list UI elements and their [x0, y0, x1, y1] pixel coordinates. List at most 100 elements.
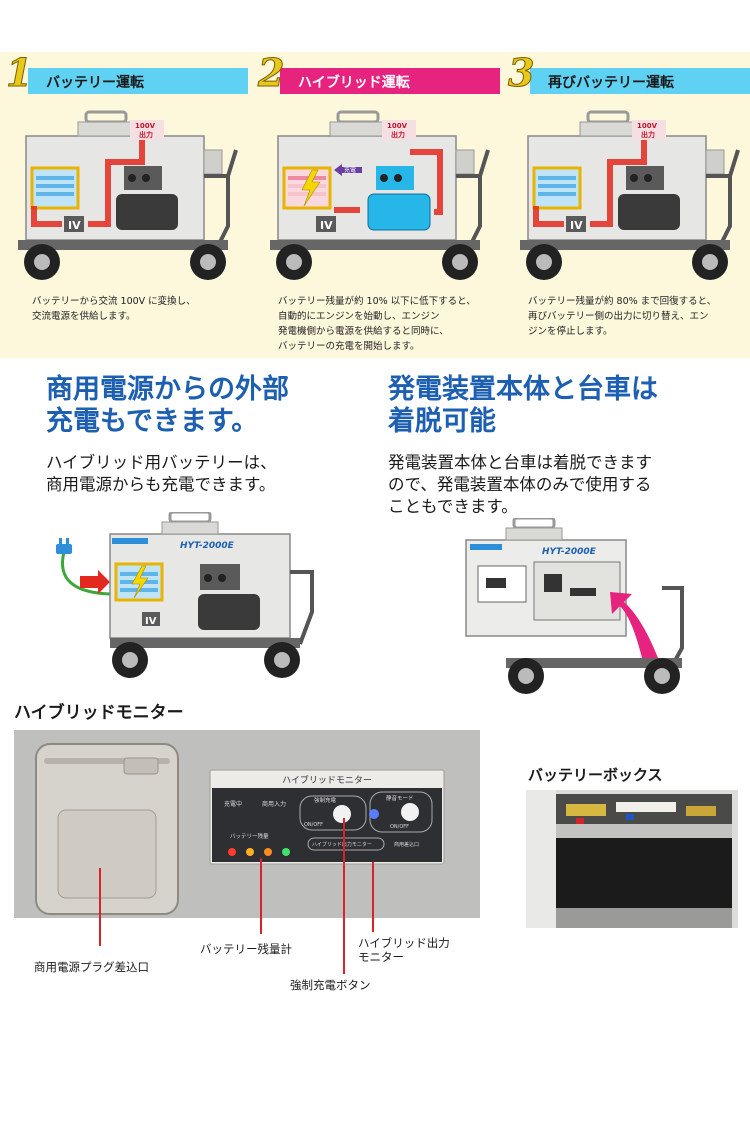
panel-label-battery: バッテリー残量 [230, 832, 269, 840]
feature-detach-body-line1: 発電装置本体と台車は着脱できます [388, 453, 652, 472]
wheel-icon [264, 642, 300, 678]
feature-charge-body: ハイブリッド用バッテリーは、 商用電源からも充電できます。 [46, 452, 277, 496]
hybrid-monitor-title: ハイブリッドモニター [14, 703, 184, 723]
step-description-line: ジンを停止します。 [528, 326, 613, 337]
panel-label-onoff: ON/OFF [390, 824, 409, 830]
step-generator-illustration: IV 100V 出力 充電 [270, 110, 490, 280]
panel-label-running: 充電中 [224, 800, 242, 808]
power-plug-icon [56, 538, 72, 554]
feature-charge-heading-line1: 商用電源からの外部 [46, 374, 289, 405]
wheel-icon [526, 244, 562, 280]
feature-charge-body-line2: 商用電源からも充電できます。 [46, 475, 276, 494]
step-number: 3 [507, 50, 535, 95]
step-description-line: 発電機側から電源を供給すると同時に、 [278, 326, 449, 337]
callout-hybrid-label: ハイブリッド出力 モニター [358, 936, 450, 964]
force-charge-button[interactable] [333, 805, 351, 823]
wheel-icon [508, 658, 544, 694]
battery-icon [30, 166, 80, 210]
feature-detach-body: 発電装置本体と台車は着脱できます ので、発電装置本体のみで使用する こともできま… [388, 452, 652, 518]
output-badge: 100V 出力 [632, 120, 666, 140]
step-description-line: 自動的にエンジンを始動し、エンジン [278, 311, 440, 322]
callout-line-plug [99, 868, 101, 946]
mains-plug-socket [35, 743, 179, 915]
output-label-line2: 出力 [139, 130, 153, 139]
feature-detach-heading-line2: 着脱可能 [388, 406, 496, 437]
inverter-label: IV [320, 219, 333, 232]
silent-mode-button[interactable] [401, 803, 419, 821]
inverter-label: IV [570, 219, 583, 232]
wheel-icon [276, 244, 312, 280]
detachable-generator-illustration: HYT-2000E [465, 518, 684, 694]
output-label-line2: 出力 [391, 130, 405, 139]
hybrid-monitor-panel: ハイブリッドモニター 充電中 商用入力 バッテリー残量 強制充電 ON/OFF … [209, 769, 445, 865]
battery-icon [282, 166, 332, 210]
charging-generator-illustration: HYT-2000E IV [56, 512, 314, 678]
callout-hybrid-line1: ハイブリッド出力 [358, 936, 450, 950]
wheel-icon [692, 244, 728, 280]
callout-hybrid-line2: モニター [358, 950, 404, 964]
panel-label-onoff: ON/OFF [304, 822, 323, 828]
callout-plug-label: 商用電源プラグ差込口 [34, 960, 149, 974]
feature-charge-heading: 商用電源からの外部 充電もできます。 [46, 374, 289, 438]
charge-arrow-icon [80, 570, 110, 594]
battery-box-photo [526, 790, 738, 928]
step-description-line: バッテリーの充電を開始します。 [278, 341, 420, 352]
step-description: バッテリー残量が約 80% まで回復すると、再びバッテリー側の出力に切り替え、エ… [528, 294, 716, 339]
step-title-bar: ハイブリッド運転 [280, 68, 500, 94]
callout-force-charge-label: 強制充電ボタン [290, 978, 371, 992]
step-number: 1 [5, 50, 33, 95]
wheel-icon [190, 244, 226, 280]
hybrid-monitor-photo: ハイブリッドモニター 充電中 商用入力 バッテリー残量 強制充電 ON/OFF … [14, 730, 480, 918]
feature-charge-body-line1: ハイブリッド用バッテリーは、 [46, 453, 277, 472]
step-description-line: 交流電源を供給します。 [32, 311, 136, 322]
silent-mode-led [369, 809, 379, 819]
wheel-icon [442, 244, 478, 280]
feature-detach-body-line2: ので、発電装置本体のみで使用する [388, 475, 652, 494]
wheel-icon [112, 642, 148, 678]
wheel-icon [24, 244, 60, 280]
step-title: 再びバッテリー運転 [548, 75, 674, 91]
panel-label-mains: 商用入力 [262, 800, 286, 808]
battery-led-orange [264, 848, 272, 856]
callout-line-force-charge [343, 818, 345, 974]
callout-battery-label: バッテリー残量計 [200, 942, 292, 956]
panel-label-silent-mode: 静音モード [386, 794, 414, 802]
battery-led-red [228, 848, 236, 856]
feature-detach-heading-line1: 発電装置本体と台車は [388, 374, 658, 405]
feature-charge-heading-line2: 充電もできます。 [46, 406, 259, 437]
output-badge: 100V 出力 [382, 120, 416, 140]
step-description: バッテリーから交流 100V に変換し、交流電源を供給します。 [32, 294, 196, 324]
brand-label: HYT-2000E [542, 547, 597, 557]
engine-icon [116, 166, 178, 230]
feature-detach-heading: 発電装置本体と台車は 着脱可能 [388, 374, 658, 438]
step-description-line: バッテリーから交流 100V に変換し、 [32, 296, 196, 307]
step-description-line: 再びバッテリー側の出力に切り替え、エン [528, 311, 709, 322]
engine-icon [367, 166, 431, 231]
output-label-line2: 出力 [641, 130, 655, 139]
step-title-bar: バッテリー運転 [28, 68, 248, 94]
engine-icon [618, 166, 680, 230]
step-number: 2 [257, 50, 285, 95]
battery-icon [114, 562, 164, 602]
panel-label-force-charge: 強制充電 [314, 796, 337, 804]
output-label-line1: 100V [637, 122, 658, 130]
lift-arrow-icon [610, 592, 658, 658]
output-label-line1: 100V [387, 122, 408, 130]
callout-line-hybrid [372, 862, 374, 932]
step-title: バッテリー運転 [46, 75, 144, 91]
inverter-label: IV [68, 219, 81, 232]
output-badge: 100V 出力 [130, 120, 164, 140]
charge-badge: 充電 [334, 164, 362, 176]
step-generator-illustration: IV 100V 出力 [18, 110, 238, 280]
panel-title: ハイブリッドモニター [282, 774, 372, 786]
charge-label: 充電 [344, 166, 356, 174]
step-description: バッテリー残量が約 10% 以下に低下すると、自動的にエンジンを始動し、エンジン… [278, 294, 476, 354]
callout-line-battery [260, 858, 262, 934]
step-title-bar: 再びバッテリー運転 [530, 68, 750, 94]
inverter-label: IV [145, 616, 157, 627]
panel-label-mains-inlet: 商用差込口 [394, 841, 419, 848]
wheel-icon [644, 658, 680, 694]
battery-icon [532, 166, 582, 210]
battery-led-green [282, 848, 290, 856]
power-cord [61, 551, 111, 596]
